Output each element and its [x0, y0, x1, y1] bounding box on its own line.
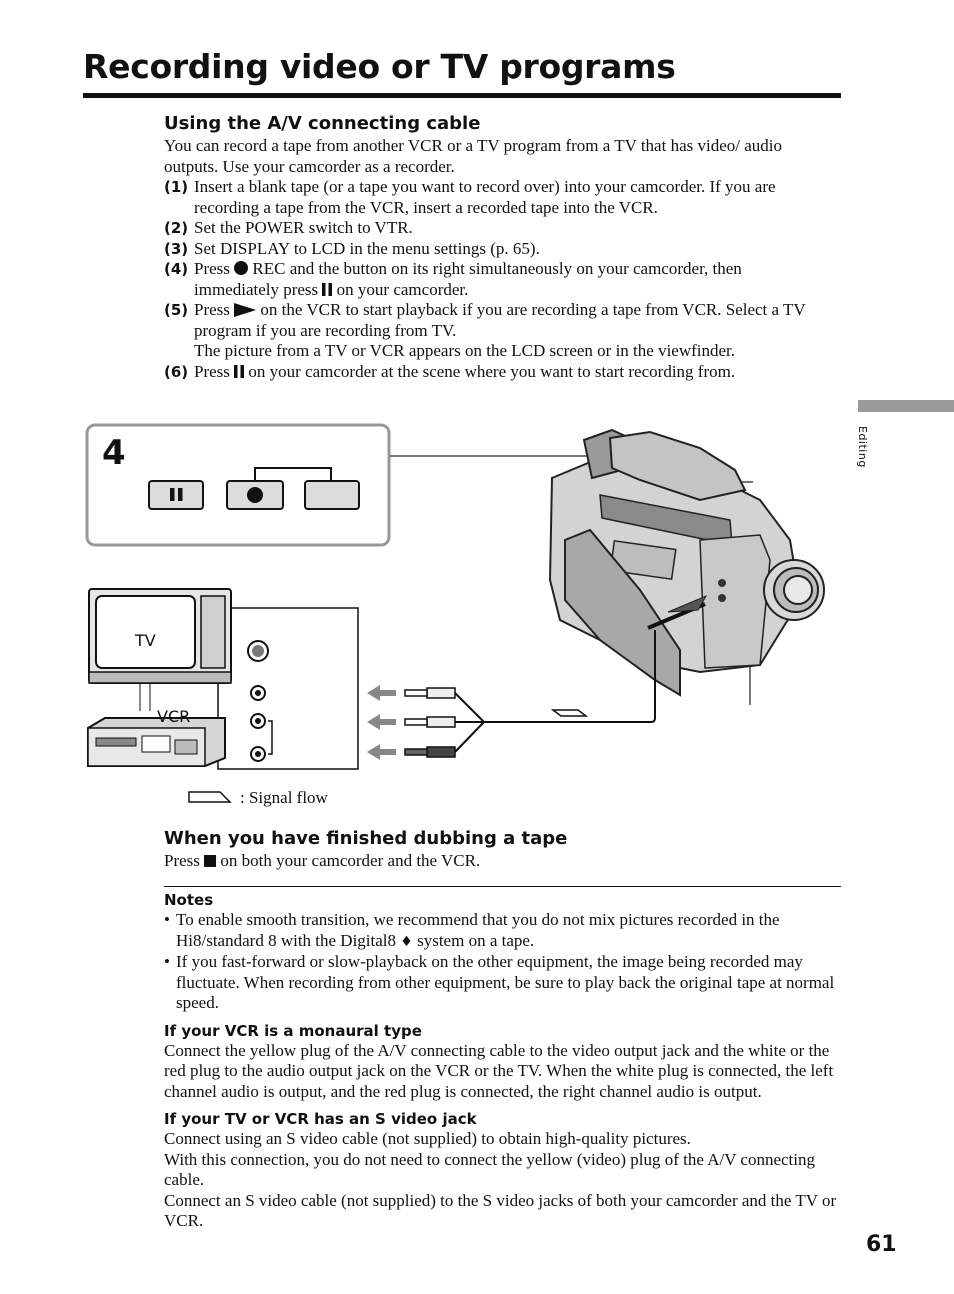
signal-arrows — [367, 685, 396, 760]
svideo-text-1: Connect using an S video cable (not supp… — [164, 1129, 691, 1148]
notes-divider — [164, 886, 841, 887]
step-text: Press — [194, 361, 235, 381]
signal-flow-icon — [188, 791, 232, 803]
step-number: (2) — [164, 219, 189, 237]
title-rule — [83, 93, 841, 98]
section-tab-label: Editing — [856, 426, 869, 468]
page-title: Recording video or TV programs — [83, 47, 676, 86]
tv-label: TV — [134, 631, 156, 650]
step-text: Set DISPLAY to LCD in the menu settings … — [194, 238, 540, 258]
connection-diagram: 4 — [85, 423, 825, 807]
step-text: on your camcorder. — [332, 279, 469, 299]
mono-text: Connect the yellow plug of the A/V conne… — [164, 1040, 834, 1101]
step-text: Insert a blank tape (or a tape you want … — [194, 177, 776, 217]
step-text: Press — [194, 259, 235, 278]
jack-panel — [217, 607, 359, 770]
intro-text: You can record a tape from another VCR o… — [164, 136, 783, 176]
tv-illustration: TV — [88, 588, 232, 684]
step-number: (3) — [164, 239, 189, 258]
step-text: The picture from a TV or VCR appears on … — [194, 341, 736, 360]
step-1: (1) Insert a blank tape (or a tape you w… — [164, 177, 824, 218]
legend-text: : Signal flow — [240, 788, 329, 807]
record-icon — [234, 261, 249, 275]
svideo-text-2: With this connection, you do not need to… — [164, 1149, 815, 1190]
step-number: (6) — [164, 362, 189, 381]
step-4: (4) Press REC and the button on its righ… — [164, 259, 824, 300]
step-text: REC and the button on its right simultan… — [194, 259, 742, 299]
step-2: (2) Set the POWER switch to VTR. — [164, 218, 824, 239]
digital8-logo-icon: ♦ — [400, 933, 413, 950]
mono-heading: If your VCR is a monaural type — [164, 1021, 422, 1040]
step-3: (3) Set DISPLAY to LCD in the menu setti… — [164, 239, 824, 260]
section-heading-finished-dubbing: When you have finished dubbing a tape — [164, 828, 568, 849]
notes-heading: Notes — [164, 891, 214, 909]
step-4-callout: 4 — [85, 423, 391, 547]
pause-icon — [234, 364, 245, 378]
notes-section: Notes To enable smooth transition, we re… — [164, 890, 841, 1232]
page-number: 61 — [866, 1232, 897, 1257]
svideo-text-3: Connect an S video cable (not supplied) … — [164, 1190, 837, 1231]
play-icon — [234, 303, 257, 317]
instructions: You can record a tape from another VCR o… — [164, 136, 824, 382]
note-item: If you fast-forward or slow-playback on … — [164, 952, 841, 1014]
step-number: (5) — [164, 301, 189, 319]
body-text: on both your camcorder and the VCR. — [216, 851, 481, 870]
adjacent-button-illustration — [304, 480, 360, 510]
step-number: (4) — [164, 260, 189, 278]
note-text: If you fast-forward or slow-playback on … — [176, 952, 835, 1012]
note-item: To enable smooth transition, we recommen… — [164, 910, 841, 952]
camcorder-illustration — [548, 428, 825, 697]
pause-button-illustration — [148, 480, 204, 510]
step-5: (5) Press on the VCR to start playback i… — [164, 300, 824, 362]
step-text: on the VCR to start playback if you are … — [194, 300, 806, 340]
vcr-label: VCR — [157, 707, 190, 726]
av-plugs — [404, 687, 456, 758]
step-text: Set the POWER switch to VTR. — [194, 218, 413, 237]
step-text: Press — [194, 300, 235, 319]
section-tab — [858, 400, 954, 412]
body-text: Press — [164, 851, 205, 870]
pause-icon — [322, 282, 333, 296]
step-text: on your camcorder at the scene where you… — [244, 361, 736, 381]
finished-dubbing-text: Press on both your camcorder and the VCR… — [164, 851, 844, 872]
step-6: (6) Press on your camcorder at the scene… — [164, 362, 824, 383]
signal-flow-legend: : Signal flow — [188, 788, 329, 807]
rec-button-illustration — [226, 480, 284, 510]
note-text: To enable smooth transition, we recommen… — [176, 910, 780, 950]
step-number: (1) — [164, 178, 189, 196]
note-text: system on a tape. — [412, 930, 535, 950]
stop-icon — [204, 855, 217, 867]
section-heading-av-cable: Using the A/V connecting cable — [164, 113, 481, 134]
svideo-heading: If your TV or VCR has an S video jack — [164, 1110, 477, 1128]
vcr-illustration: VCR — [87, 683, 226, 767]
callout-step-number: 4 — [102, 433, 126, 473]
